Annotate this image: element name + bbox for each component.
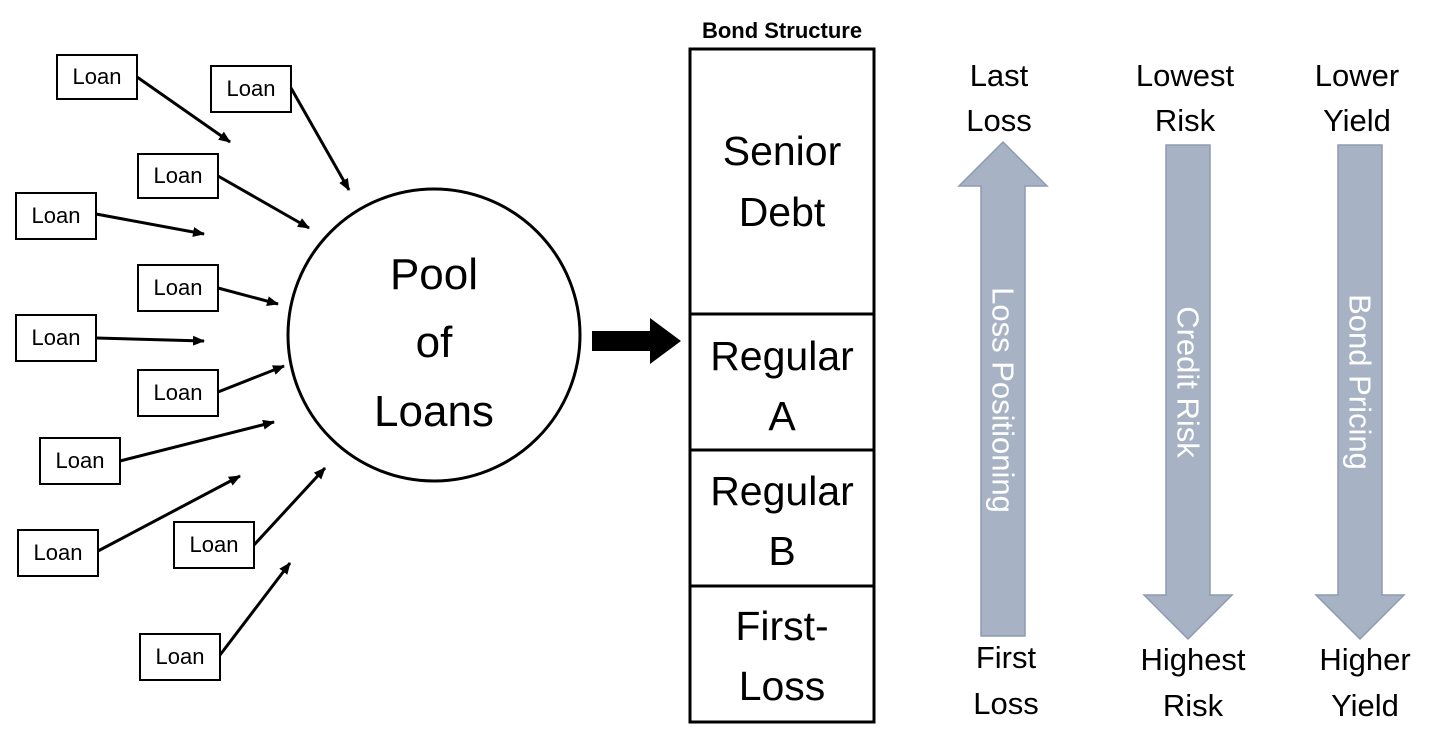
loan-arrow <box>217 286 279 306</box>
scale-bottom-label: Highest <box>1140 642 1245 677</box>
bond-structure-title: Bond Structure <box>702 18 862 43</box>
scale-bottom-label: First <box>976 640 1037 675</box>
loan-label: Loan <box>154 275 203 300</box>
loan-group-4: Loan <box>15 192 205 240</box>
pool-line-3: Loans <box>374 387 494 436</box>
loan-label: Loan <box>190 532 239 557</box>
loan-box <box>17 529 99 577</box>
loan-group-9: Loan <box>17 474 241 577</box>
loan-label: Loan <box>156 644 205 669</box>
loan-label: Loan <box>73 64 122 89</box>
down-arrow-shape <box>1314 144 1406 641</box>
tranche-first-loss: First- Loss <box>735 603 828 709</box>
scale-top-label: Lower <box>1315 58 1399 93</box>
loss-positioning-scale: Last Loss Loss Positioning First Loss <box>957 58 1049 721</box>
loan-group-7: Loan <box>137 364 285 417</box>
tranche-label: A <box>768 393 796 439</box>
loan-group-10: Loan <box>173 466 327 569</box>
scale-arrow-label: Credit Risk <box>1171 306 1206 458</box>
scale-top-label: Loss <box>966 103 1031 138</box>
loan-label: Loan <box>34 540 83 565</box>
loan-box <box>137 153 219 199</box>
loan-group-3: Loan <box>137 153 310 230</box>
loan-arrow <box>217 174 310 230</box>
tranche-label: Regular <box>710 468 854 514</box>
scale-top-label: Last <box>970 58 1029 93</box>
pool-of-loans: Pool of Loans <box>286 187 582 483</box>
loan-arrow <box>95 212 205 237</box>
loan-group-1: Loan <box>56 54 231 144</box>
loan-label: Loan <box>32 203 81 228</box>
loan-box <box>56 54 138 100</box>
loan-group-5: Loan <box>137 264 279 312</box>
loan-arrow <box>217 364 285 394</box>
loan-group-11: Loan <box>139 562 292 681</box>
loan-label: Loan <box>154 163 203 188</box>
scale-arrow-label: Bond Pricing <box>1343 294 1378 470</box>
pool-to-bonds-arrow <box>592 318 681 364</box>
tranche-senior-debt: Senior Debt <box>723 128 842 235</box>
loan-label: Loan <box>227 76 276 101</box>
scale-bottom-label: Loss <box>973 686 1038 721</box>
scale-top-label: Risk <box>1155 103 1216 138</box>
loan-arrow <box>97 474 241 553</box>
tranche-label: First- <box>735 603 828 649</box>
loan-label: Loan <box>32 325 81 350</box>
loan-arrow <box>136 75 231 144</box>
bond-structure-frame <box>688 47 876 724</box>
scale-bottom-label: Yield <box>1331 688 1399 723</box>
scale-top-label: Lowest <box>1136 58 1235 93</box>
loan-arrow <box>119 419 275 463</box>
loan-arrow <box>95 335 205 346</box>
loan-arrow <box>289 87 351 191</box>
loan-group-8: Loan <box>39 419 275 485</box>
down-arrow-shape <box>1142 144 1234 641</box>
loan-arrow <box>252 466 327 547</box>
loan-group-2: Loan <box>210 65 351 191</box>
loan-group-6: Loan <box>15 314 205 362</box>
loan-box <box>210 65 292 113</box>
tranche-label: Debt <box>739 189 826 235</box>
loan-box <box>137 369 219 417</box>
scale-arrow-label: Loss Positioning <box>986 287 1021 513</box>
scale-bottom-label: Risk <box>1163 688 1224 723</box>
loan-box <box>139 633 221 681</box>
tranche-regular-b: Regular B <box>710 468 854 574</box>
tranche-label: Loss <box>739 663 826 709</box>
loan-arrow <box>218 562 292 656</box>
loan-label: Loan <box>154 380 203 405</box>
loan-label: Loan <box>56 448 105 473</box>
bond-pricing-scale: Lower Yield Bond Pricing Higher Yield <box>1314 58 1411 723</box>
scale-bottom-label: Higher <box>1319 642 1410 677</box>
loan-box <box>15 192 97 240</box>
tranche-label: B <box>768 528 795 574</box>
pool-line-1: Pool <box>390 250 478 299</box>
up-arrow-shape <box>957 140 1049 637</box>
tranche-label: Senior <box>723 128 842 174</box>
tranche-regular-a: Regular A <box>710 333 854 439</box>
pool-line-2: of <box>416 318 453 367</box>
tranche-label: Regular <box>710 333 854 379</box>
pool-circle <box>286 187 582 483</box>
bond-structure: Bond Structure Senior Debt Regular A Reg… <box>688 18 876 724</box>
scale-top-label: Yield <box>1323 103 1391 138</box>
credit-risk-scale: Lowest Risk Credit Risk Highest Risk <box>1136 58 1246 723</box>
